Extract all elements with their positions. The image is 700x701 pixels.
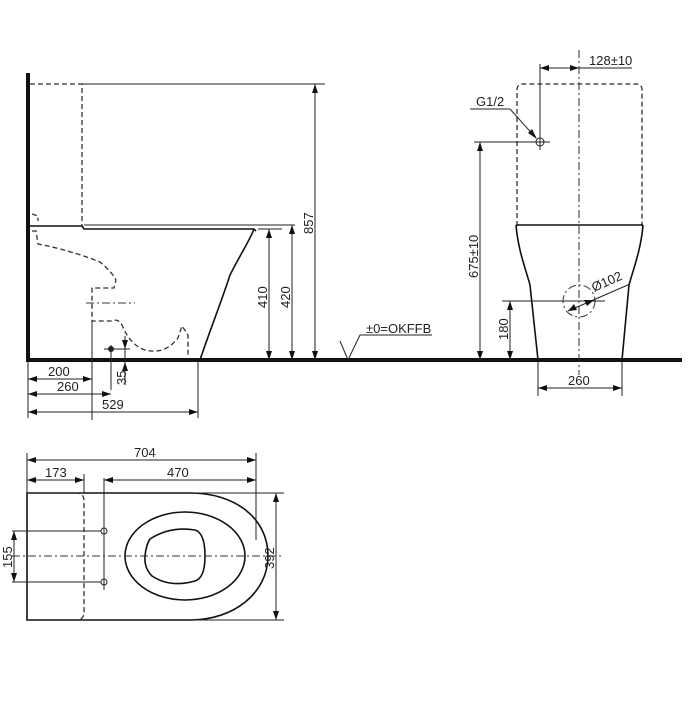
top-outline	[26, 492, 269, 621]
dim-outlet-height: 180	[496, 318, 511, 340]
dim-total-length: 704	[134, 445, 156, 460]
seat-line	[81, 225, 257, 232]
floor-level-label: ±0=OKFFB	[366, 321, 431, 336]
dim-base-width: 260	[568, 373, 590, 388]
dim-fixing-height: 35	[114, 371, 129, 385]
dim-fixing-wall: 260	[57, 379, 79, 394]
dim-inlet-height: 675±10	[466, 235, 481, 278]
dim-inlet-offset: 128±10	[589, 53, 632, 68]
front-tank-outline	[516, 83, 643, 226]
dim-seat-410: 410	[255, 286, 270, 308]
dim-tank-depth: 173	[45, 465, 67, 480]
dim-seat-420: 420	[278, 286, 293, 308]
tank-outline	[30, 83, 83, 226]
dim-total-width: 392	[262, 547, 277, 569]
front-bowl-left	[515, 224, 539, 361]
front-view: G1/2 128±10 675±10 Ø102 180 260	[466, 50, 644, 396]
dim-outlet-diameter: Ø102	[589, 268, 624, 295]
top-tank-outline	[27, 492, 85, 621]
bowl-front	[199, 228, 255, 361]
top-view: 155 704 173 470 392	[0, 445, 284, 621]
dim-total-height: 857	[301, 212, 316, 234]
dim-outlet-wall: 200	[48, 364, 70, 379]
dim-fixing-front: 470	[167, 465, 189, 480]
side-view: 35 200 260 529 410 420 857 ±0=	[26, 73, 682, 420]
inlet-thread-label: G1/2	[476, 94, 504, 109]
front-bowl-right	[621, 224, 644, 361]
dim-front-wall: 529	[102, 397, 124, 412]
floor-level-marker	[339, 334, 432, 362]
dim-fixing-spacing: 155	[0, 546, 15, 568]
